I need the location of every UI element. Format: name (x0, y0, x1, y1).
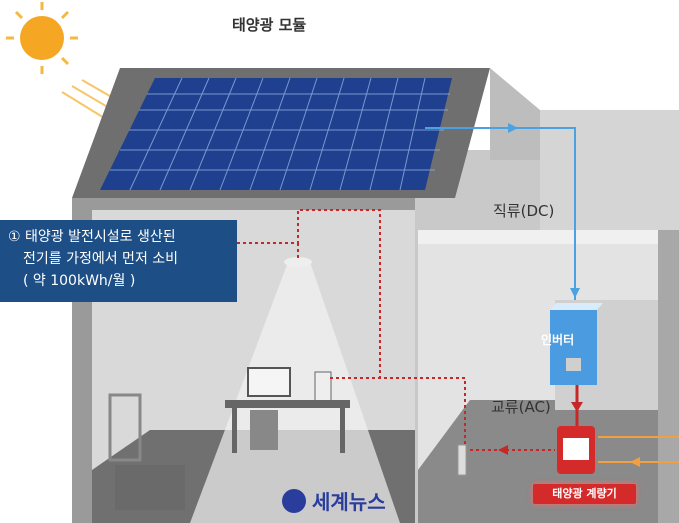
window (108, 393, 142, 462)
callout-line: 전기를 가정에서 먼저 소비 (23, 251, 179, 267)
arrow-left-icon (498, 445, 508, 455)
meter-label: 태양광 계량기 (533, 484, 636, 504)
watermark: 세계뉴스 (282, 486, 386, 515)
solar-panel (100, 78, 452, 190)
chair (250, 410, 278, 450)
callout-line: ① 태양광 발전시설로 생산된 (8, 229, 176, 245)
callout-box: ① 태양광 발전시설로 생산된 전기를 가정에서 먼저 소비 ( 약 100kW… (0, 220, 237, 302)
arrow-down-icon (570, 288, 580, 298)
solar-module-label: 태양광 모듈 (232, 16, 307, 34)
callout-line: ( 약 100kWh/월 ) (23, 273, 136, 289)
pc-icon (314, 371, 332, 403)
desk (225, 400, 350, 408)
monitor-icon (247, 367, 291, 397)
sofa (115, 465, 185, 510)
outlet (457, 444, 467, 476)
dc-line (425, 127, 576, 300)
arrow-right-icon (508, 123, 518, 133)
watermark-logo-icon (282, 488, 306, 513)
inverter-label: 인버터 (541, 333, 575, 347)
inverter (550, 310, 597, 385)
lamp-icon (284, 257, 312, 267)
light-beam (190, 262, 400, 523)
watermark-text: 세계뉴스 (312, 490, 386, 514)
ac-label: 교류(AC) (491, 398, 551, 416)
dc-label: 직류(DC) (493, 202, 555, 220)
